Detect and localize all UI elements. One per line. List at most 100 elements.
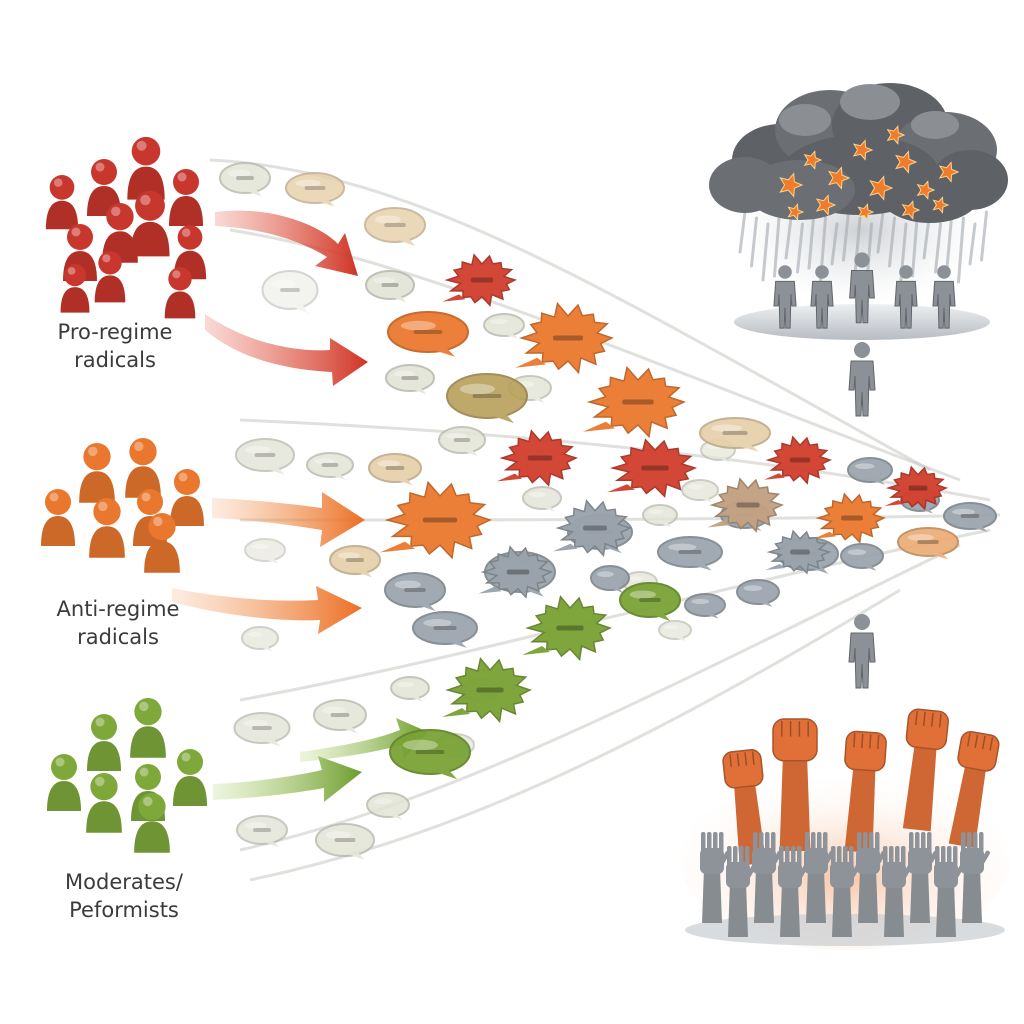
pro-regime-label-line2: radicals [74,348,156,372]
moderates-crowd [47,697,207,853]
speech-bubble-icon [736,579,780,607]
speech-bubble-icon [590,565,630,593]
speech-bubble-icon [387,311,469,357]
speech-bubble-icon [306,452,354,480]
angry-burst-bubble-icon [813,492,887,544]
person-icon [127,136,165,200]
angry-burst-bubble-icon [765,529,832,575]
angry-burst-bubble-icon [442,253,518,307]
storm-cloud-icon [709,83,1008,223]
angry-burst-bubble-icon [442,656,532,724]
speech-bubble-icon [438,426,486,457]
speech-bubble-icon [366,792,410,820]
protest-scene [680,708,1010,950]
angry-burst-bubble-icon [522,594,612,662]
standing-person-icon [810,265,834,329]
flow-arrow-icon [212,492,365,547]
pro-regime-label-line1: Pro-regime [57,320,173,344]
angry-burst-bubble-icon [380,480,493,560]
person-icon [41,489,75,546]
speech-bubble-icon [389,729,471,780]
angry-burst-bubble-icon [707,477,784,533]
speech-bubble-icon [233,712,291,747]
speech-bubble-icon [329,545,381,578]
flow-arrows [172,210,428,802]
flow-arrow-icon [300,718,428,762]
speech-bubble-icon [364,207,426,247]
raised-hand-icon [960,832,990,923]
person-icon [94,251,126,303]
person-icon [47,754,81,811]
speech-bubble-icon [619,582,681,622]
speech-bubble-icon [847,457,893,485]
raised-fist-icon [844,730,887,853]
person-icon [144,512,180,573]
fire-sparks [779,125,960,221]
speech-bubble-icon [236,815,288,848]
speech-bubble-icon [313,699,367,734]
crowd-under-storm [773,252,956,329]
angry-burst-bubble-icon [884,465,949,511]
person-icon [79,442,115,503]
angry-burst-bubble-icon [553,499,632,557]
speech-bubble-icon [412,611,478,648]
speech-bubble-icon [385,364,435,395]
anti-regime-label: Anti-regime radicals [18,595,218,651]
standing-person-icon [894,265,918,329]
speech-bubble-icon [483,313,525,339]
speech-bubble-icon [840,543,884,571]
moderates-label-line1: Moderates/ [65,870,183,894]
raised-hands [700,832,990,937]
conflict-scene [709,83,1008,340]
moderates-label: Moderates/ Peformists [24,868,224,924]
person-icon [125,437,161,498]
person-icon [89,497,125,558]
moderates-label-line2: Peformists [69,898,179,922]
flow-arrow-icon [172,586,362,634]
speech-bubble-icon [897,527,959,560]
flow-arrow-icon [205,314,368,386]
person-icon [134,792,170,853]
raised-hand-icon [934,846,964,937]
standing-person-icon [848,342,876,417]
raised-fist-icon [902,708,949,832]
angry-burst-bubble-icon [478,545,554,599]
speech-bubble-icon [681,479,719,503]
person-icon [130,697,166,758]
person-icon [170,469,204,526]
person-icon [169,169,203,226]
speech-bubble-icon [446,373,528,424]
anti-regime-label-line1: Anti-regime [56,597,180,621]
person-icon [130,190,170,257]
raised-fists [722,708,1000,866]
speech-bubble-icon [943,502,997,533]
raised-hand-icon [778,846,808,937]
person-icon [87,714,121,771]
pro-regime-label: Pro-regime radicals [15,318,215,374]
anti-regime-label-line2: radicals [77,625,159,649]
raised-hand-icon [908,832,938,923]
anti-regime-crowd [41,437,204,573]
raised-hand-icon [830,846,860,937]
person-icon [164,267,196,319]
angry-burst-bubble-icon [496,429,579,487]
raised-hand-icon [726,846,756,937]
speech-bubble-icon [642,504,678,528]
individual-figures [848,342,876,689]
standing-person-icon [849,252,875,324]
raised-hand-icon [882,846,912,937]
person-icon [60,264,90,313]
discourse-bubbles [219,162,997,860]
speech-bubble-icon [657,536,723,571]
speech-bubble-icon [219,162,271,197]
speech-bubble-icon [684,593,726,619]
speech-bubble-icon [522,486,562,512]
speech-bubble-icon [315,823,375,860]
raised-fist-icon [722,749,767,866]
stage-platform [734,304,990,340]
speech-bubble-icon [658,620,692,642]
flow-arrow-icon [215,210,358,276]
standing-person-icon [848,614,876,689]
pro-regime-crowd [45,136,207,319]
